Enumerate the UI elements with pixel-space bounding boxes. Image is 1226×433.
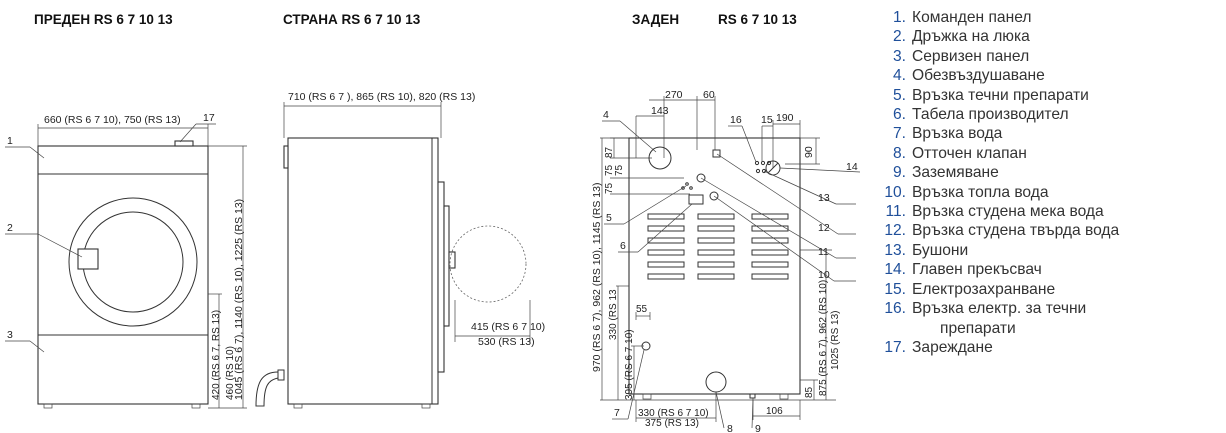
back-dim-75b: 75 xyxy=(614,164,625,176)
front-view-title: ПРЕДЕН RS 6 7 10 13 xyxy=(34,12,173,27)
callout-7: 7 xyxy=(614,407,620,419)
door-swing-arc xyxy=(449,225,527,303)
side-view: 710 (RS 6 7 ), 865 (RS 10), 820 (RS 13) … xyxy=(255,91,545,409)
legend-item: 6.Табела производител xyxy=(892,106,1069,124)
door-handle xyxy=(77,248,99,270)
front-lower-dim-a: 420 (RS 6 7, RS 13) xyxy=(211,310,222,400)
callout-8: 8 xyxy=(727,423,733,433)
legend-item: 3.Сервизен панел xyxy=(892,47,1030,65)
front-width-dim: 660 (RS 6 7 10), 750 (RS 13) xyxy=(44,114,181,126)
legend-item: 2.Дръжка на люка xyxy=(892,28,1030,46)
back-dim-330: 330 (RS 6 7 10) xyxy=(638,408,709,419)
callout-5: 5 xyxy=(606,212,612,224)
back-dim-190: 190 xyxy=(776,112,794,124)
legend-item: 11.Връзка студена мека вода xyxy=(885,203,1104,221)
legend-item: 12.Връзка студена твърда вода xyxy=(884,222,1120,240)
vent-opening xyxy=(648,146,672,170)
back-right-dim-b: 1025 (RS 13) xyxy=(830,311,841,370)
callout-13: 13 xyxy=(818,192,830,204)
legend-item: 9.Заземяване xyxy=(892,164,999,182)
callout-12: 12 xyxy=(818,222,830,234)
side-door-dim-b: 530 (RS 13) xyxy=(478,336,535,348)
legend-item: 1.Команден панел xyxy=(892,9,1032,26)
back-dim-85: 85 xyxy=(804,386,815,398)
back-dim-375: 375 (RS 13) xyxy=(645,418,699,429)
callout-6: 6 xyxy=(620,240,626,252)
callout-3: 3 xyxy=(7,329,13,341)
back-machine-body xyxy=(628,137,801,395)
legend-item: 17.Зареждане xyxy=(884,338,993,356)
legend-item: 7.Връзка вода xyxy=(892,125,1003,143)
callout-14: 14 xyxy=(846,161,858,173)
callout-10: 10 xyxy=(818,269,830,281)
legend-item: 10.Връзка топла вода xyxy=(884,183,1049,201)
front-height-dim: 1045 (RS 6 7), 1140 (RS 10), 1225 (RS 13… xyxy=(233,199,245,400)
callout-15: 15 xyxy=(761,114,773,126)
side-view-title: СТРАНА RS 6 7 10 13 xyxy=(283,12,421,27)
vent-louvres xyxy=(647,213,789,280)
legend-list: 1.Команден панел 2.Дръжка на люка 3.Серв… xyxy=(880,8,1226,357)
back-view-title-b: RS 6 7 10 13 xyxy=(718,12,797,27)
back-dim-106: 106 xyxy=(766,406,783,417)
back-dim-270: 270 xyxy=(665,89,683,101)
nameplate xyxy=(688,194,704,205)
back-dim-395: 395 (RS 6 7 10) xyxy=(624,329,635,400)
back-dim-60: 60 xyxy=(703,89,715,101)
side-depth-dim: 710 (RS 6 7 ), 865 (RS 10), 820 (RS 13) xyxy=(288,91,475,103)
back-dim-55: 55 xyxy=(636,304,648,315)
back-dim-75a: 75 xyxy=(604,164,615,176)
back-right-dim-a: 875 (RS 6 7), 962 (RS 10) xyxy=(818,280,829,396)
callout-11: 11 xyxy=(818,246,829,258)
legend-item-continuation: препарати xyxy=(940,319,1016,337)
callout-1: 1 xyxy=(7,135,13,147)
side-door-dim-a: 415 (RS 6 7 10) xyxy=(471,321,545,333)
back-left-mid-dim: 330 (RS 13 xyxy=(608,289,619,340)
side-machine-body xyxy=(287,137,439,405)
back-left-tall-dim: 970 (RS 6 7), 962 (RS 10), 1145 (RS 13) xyxy=(591,183,603,372)
legend-item: 14.Главен прекъсвач xyxy=(884,261,1042,279)
front-machine-body xyxy=(37,145,209,405)
back-view-title-a: ЗАДЕН xyxy=(632,12,679,27)
technical-drawing: ПРЕДЕН RS 6 7 10 13 СТРАНА RS 6 7 10 13 … xyxy=(5,12,861,433)
legend-item: 5.Връзка течни препарати xyxy=(892,86,1089,104)
callout-9: 9 xyxy=(755,423,761,433)
callout-16: 16 xyxy=(730,114,742,126)
back-dim-90: 90 xyxy=(803,146,815,158)
back-dim-143: 143 xyxy=(651,105,669,117)
callout-17: 17 xyxy=(203,112,215,124)
front-view: 660 (RS 6 7 10), 750 (RS 13) 1045 (RS 6 … xyxy=(5,112,247,409)
front-door-ring xyxy=(68,197,198,327)
back-view: 270 60 143 190 90 87 75 75 75 xyxy=(591,89,861,433)
legend-item: 13.Бушони xyxy=(884,241,969,259)
callout-2: 2 xyxy=(7,222,13,234)
legend-item: 8.Отточен клапан xyxy=(892,144,1027,162)
back-dim-87: 87 xyxy=(604,146,615,158)
front-lower-dim-b: 460 (RS 10) xyxy=(225,346,236,400)
legend-item: 4.Обезвъздушаване xyxy=(892,67,1045,85)
callout-4: 4 xyxy=(603,109,609,121)
back-dim-75c: 75 xyxy=(604,182,615,194)
legend-item: 15.Електрозахранване xyxy=(884,280,1056,298)
